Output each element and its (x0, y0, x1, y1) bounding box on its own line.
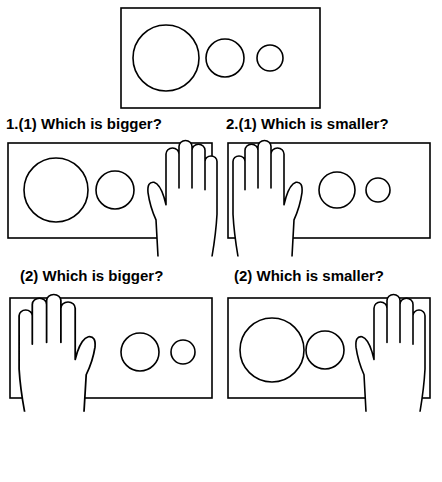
small-circle (257, 45, 283, 71)
question-heading: 1.(1) Which is bigger? (6, 115, 162, 133)
question-heading: (2) Which is smaller? (234, 267, 384, 285)
covering-hand (356, 294, 425, 411)
covering-hand (148, 140, 217, 256)
medium-circle (206, 39, 244, 77)
covering-hand (233, 140, 302, 256)
medium-circle (319, 172, 355, 208)
question-panel: (2) Which is bigger? (10, 267, 212, 398)
question-panel: (2) Which is smaller? (228, 267, 432, 398)
medium-circle (121, 333, 159, 371)
question-heading: (2) Which is bigger? (20, 267, 163, 285)
question-heading: 2.(1) Which is smaller? (226, 115, 389, 133)
medium-circle (306, 331, 344, 369)
small-circle (366, 178, 390, 202)
question-panel: 1.(1) Which is bigger? (6, 115, 212, 238)
small-circle (171, 340, 195, 364)
covering-hand (19, 294, 95, 411)
question-panel: 2.(1) Which is smaller? (226, 115, 432, 238)
big-circle (24, 158, 88, 222)
card-frame (121, 8, 320, 108)
big-circle (133, 25, 199, 91)
medium-circle (96, 171, 134, 209)
big-circle (240, 318, 304, 382)
